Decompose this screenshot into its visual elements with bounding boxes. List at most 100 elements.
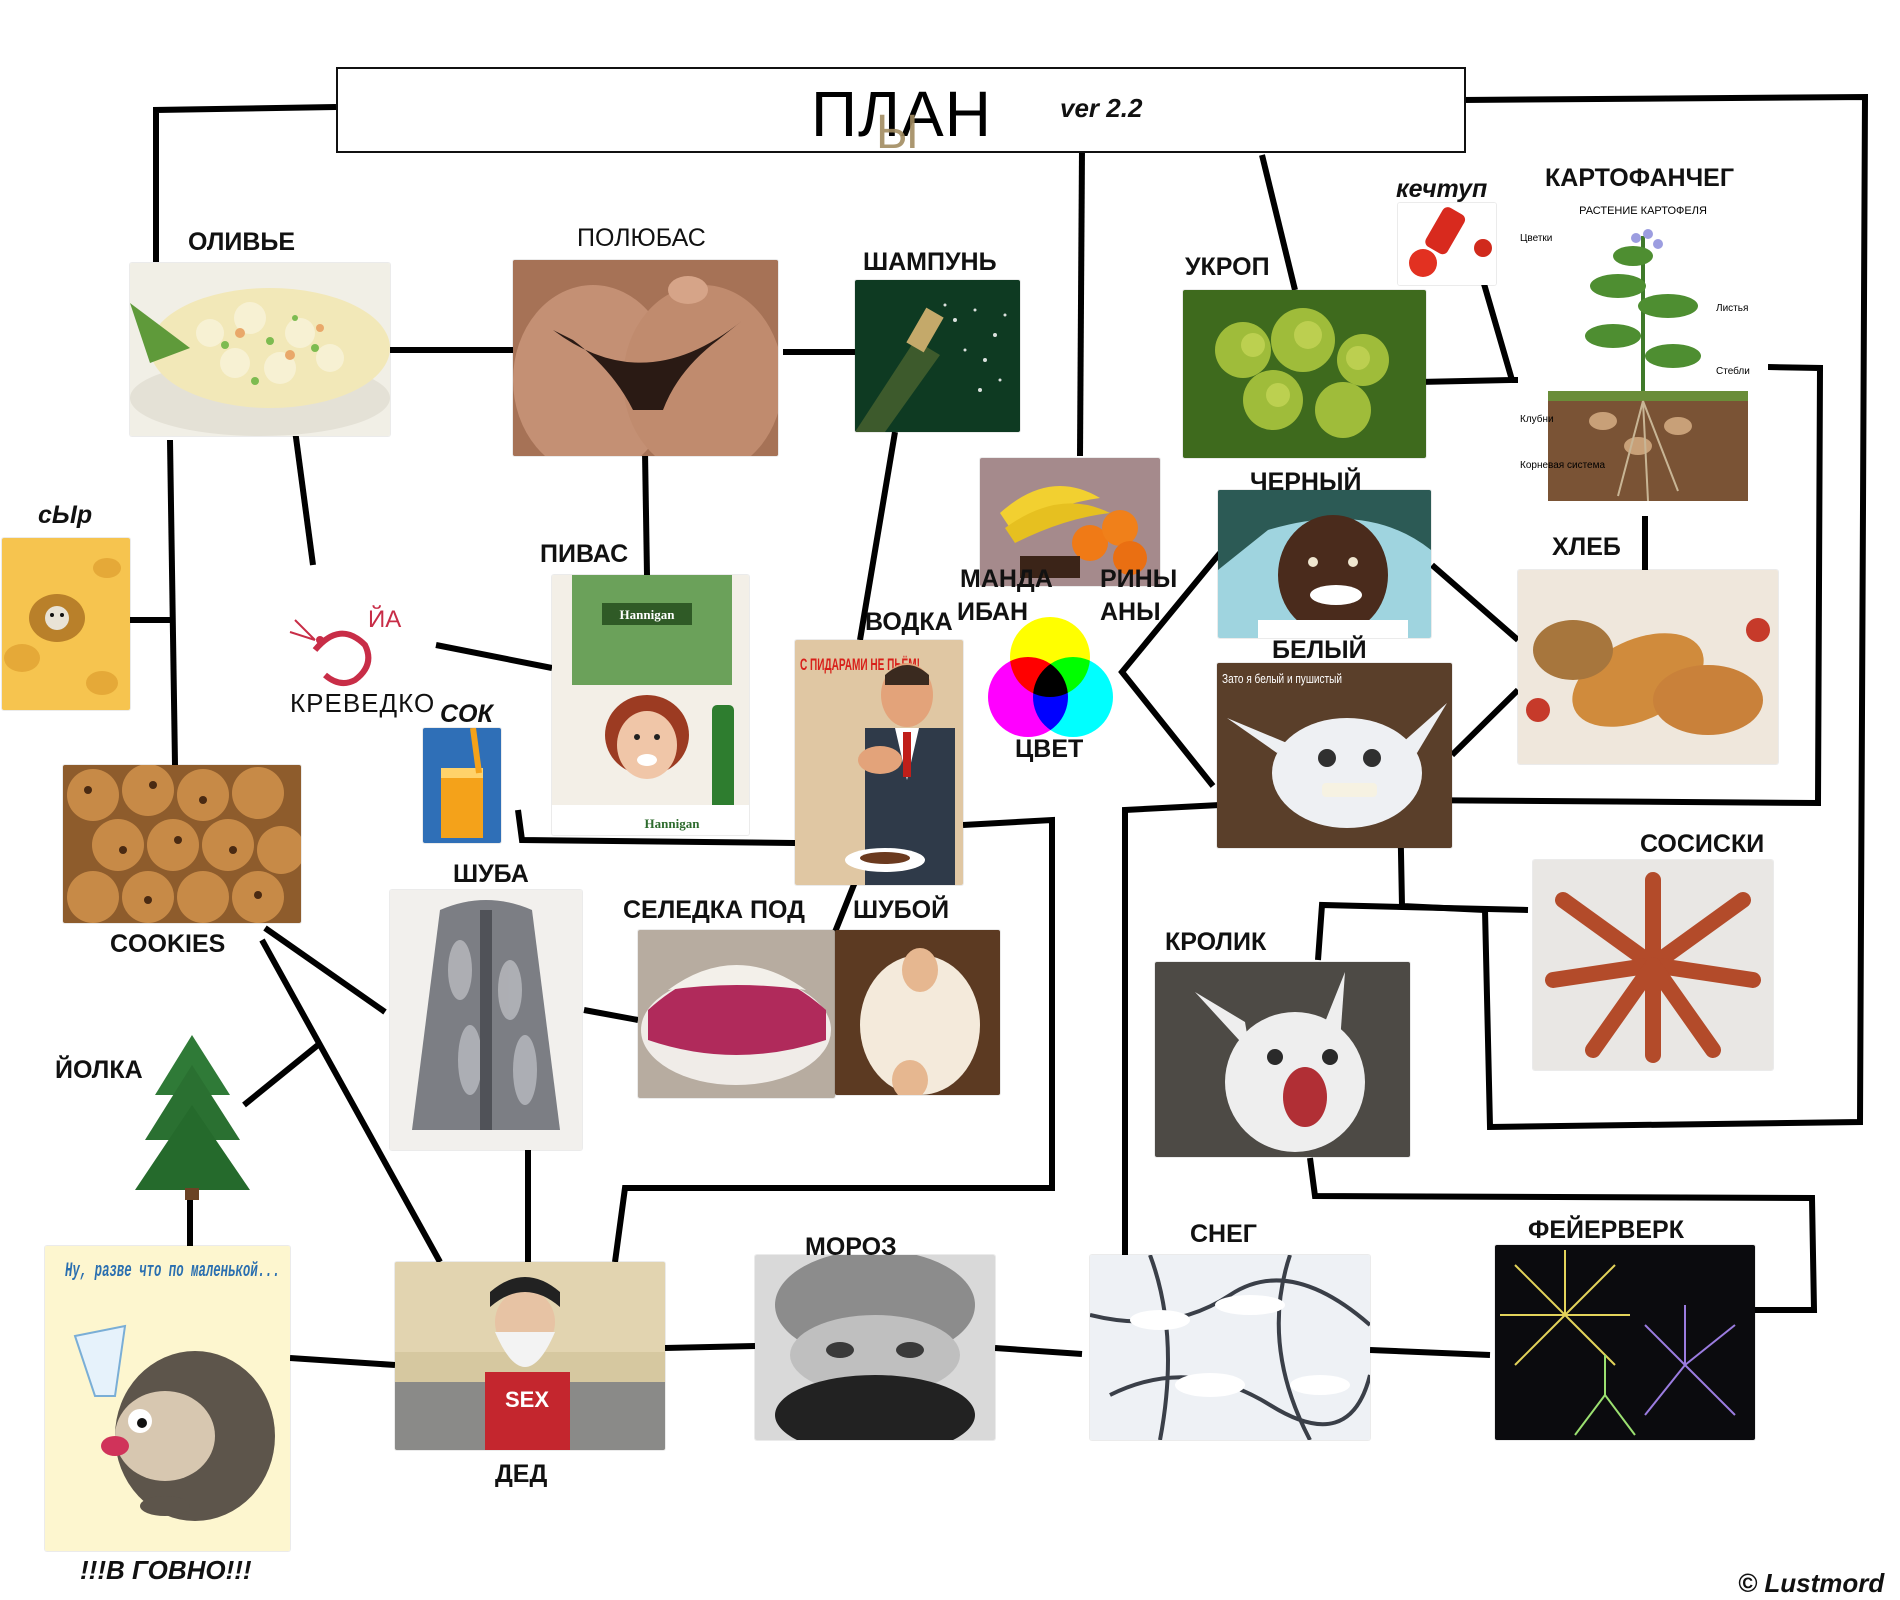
label-bely: БЕЛЫЙ [1272,636,1367,664]
line-yolka-branch [242,1042,320,1108]
title-overlay-letter: Ы [876,106,919,159]
label-sneg: СНЕГ [1190,1220,1257,1248]
hedgehog-card-text: Ну, разве что по маленькой... [65,1260,280,1283]
line-vodka-shuboy [832,880,858,934]
lingerie-photo [513,260,778,456]
line-krolik-feierverk [1307,1157,1818,1313]
champagne-photo [855,280,1020,432]
potato-label-tubers: Клубни [1520,413,1554,425]
line-sneg-feierverk [1369,1347,1491,1358]
hedgehog-card: Ну, разве что по маленькой... [45,1246,290,1551]
line-moroz-sneg [994,1345,1083,1357]
santa-shirt-text: SEX [505,1387,549,1412]
black-man-photo [1218,490,1431,638]
beer-bottom-brand: Hannigan [645,816,701,831]
cheese-photo [2,538,130,710]
title-box: ПЛАН Ы ver 2.2 [336,67,1466,159]
label-seledka: СЕЛЕДКА ПОД [623,896,805,924]
shrimp-icon [289,619,372,687]
fireworks-photo [1495,1245,1755,1440]
line-ukrop-ketchup [1417,276,1516,385]
label-manda: МАНДА [960,565,1053,593]
ketchup-photo [1398,203,1496,285]
cookies-photo [63,765,301,923]
label-cvet: ЦВЕТ [1015,735,1084,763]
label-hleb: ХЛЕБ [1552,533,1621,561]
line-title-ukrop [1259,154,1298,291]
line-cookies-shuba [263,925,387,1015]
line-polyubas-pivas [642,451,650,576]
label-olivie: ОЛИВЬЕ [188,228,296,256]
vodka-poster: С ПИДАРАМИ НЕ ПЬЁМ! [795,640,963,885]
rabbit-photo [1155,962,1410,1157]
label-krolik: КРОЛИК [1165,928,1267,956]
line-title-fruit [1077,148,1085,457]
potato-label-leaves: Листья [1716,303,1748,314]
vodka-poster-text: С ПИДАРАМИ НЕ ПЬЁМ! [800,655,920,674]
dill-photo [1183,290,1426,458]
line-ded-moroz [664,1343,756,1351]
label-ya: ЙА [368,606,402,633]
beer-shirt-brand: Hannigan [620,607,676,622]
krevedko-block [285,600,435,715]
line-title-olivie [153,104,337,262]
fruit-photo [980,458,1160,586]
label-ded: ДЕД [495,1460,548,1488]
label-yolka: ЙОЛКА [55,1056,143,1084]
santa-photo: SEX [395,1262,665,1450]
label-feierverk: ФЕЙЕРВЕРК [1528,1216,1684,1244]
label-v-govno: !!!В ГОВНО!!! [80,1555,252,1585]
label-polyubas: ПОЛЮБАС [577,224,706,252]
label-shuboy: ШУБОЙ [853,896,950,924]
version-label: ver 2.2 [1060,93,1143,123]
title-text: ПЛАН [811,78,992,150]
line-cookies-ded [259,938,443,1264]
potato-label-flowers: Цветки [1520,233,1552,244]
juice-photo [423,728,501,843]
label-any: АНЫ [1100,598,1161,626]
color-wheel-icon [988,617,1113,737]
fir-tree-icon [135,1035,250,1200]
line-cvet-cherny [1118,551,1223,788]
line-vodka-ded [612,816,1055,1263]
label-shampun: ШАМПУНЬ [863,248,997,276]
line-bely-sneg [1122,802,1221,1256]
label-kartofancheg: КАРТОФАНЧЕГ [1545,164,1734,192]
sausages-photo [1533,860,1773,1070]
line-olivie-cookies [167,439,178,766]
line-krolik-sosiski [1315,901,1529,961]
label-iban: ИБАН [957,598,1029,626]
label-vodka: ВОДКА [865,608,953,636]
label-sok: СОК [440,700,493,728]
white-creature-photo: Зато я белый и пушистый [1217,663,1452,848]
fur-coat-photo [390,890,582,1150]
potato-label-stems: Стебли [1716,365,1750,377]
potato-diagram-title: РАСТЕНИЕ КАРТОФЕЛЯ [1579,205,1707,217]
potato-plant-diagram: РАСТЕНИЕ КАРТОФЕЛЯ Цветки Листья Стебли … [1518,196,1768,516]
bread-photo [1518,570,1778,764]
line-shuba-seledka [583,1007,639,1023]
herring-salad-photo [638,930,835,1098]
potato-label-roots: Корневая система [1520,460,1605,471]
copyright-label: © Lustmord [1738,1568,1885,1598]
line-cherny-hleb [1430,562,1520,643]
label-krevedko: КРЕВЕДКО [290,688,436,718]
snow-photo [1090,1255,1370,1440]
label-sosiski: СОСИСКИ [1640,830,1765,858]
label-ukrop: УКРОП [1185,253,1270,281]
line-krevedko-pivas [435,642,553,671]
white-caption: Зато я белый и пушистый [1222,671,1342,686]
line-sok-vodka [515,809,796,846]
label-cookies: COOKIES [110,930,226,958]
line-card-ded [289,1355,396,1368]
line-shampun-vodka [857,431,898,641]
frost-photo [755,1255,995,1440]
olivier-photo [130,263,390,436]
line-bely-hleb [1449,687,1521,758]
label-ketchup: кечтуп [1396,175,1488,203]
label-riny: РИНЫ [1100,565,1178,593]
label-shuba: ШУБА [453,860,529,888]
beer-photo: Hannigan Hannigan [552,575,749,835]
label-pivas: ПИВАС [540,540,629,568]
line-olivie-krevedko [292,429,316,566]
